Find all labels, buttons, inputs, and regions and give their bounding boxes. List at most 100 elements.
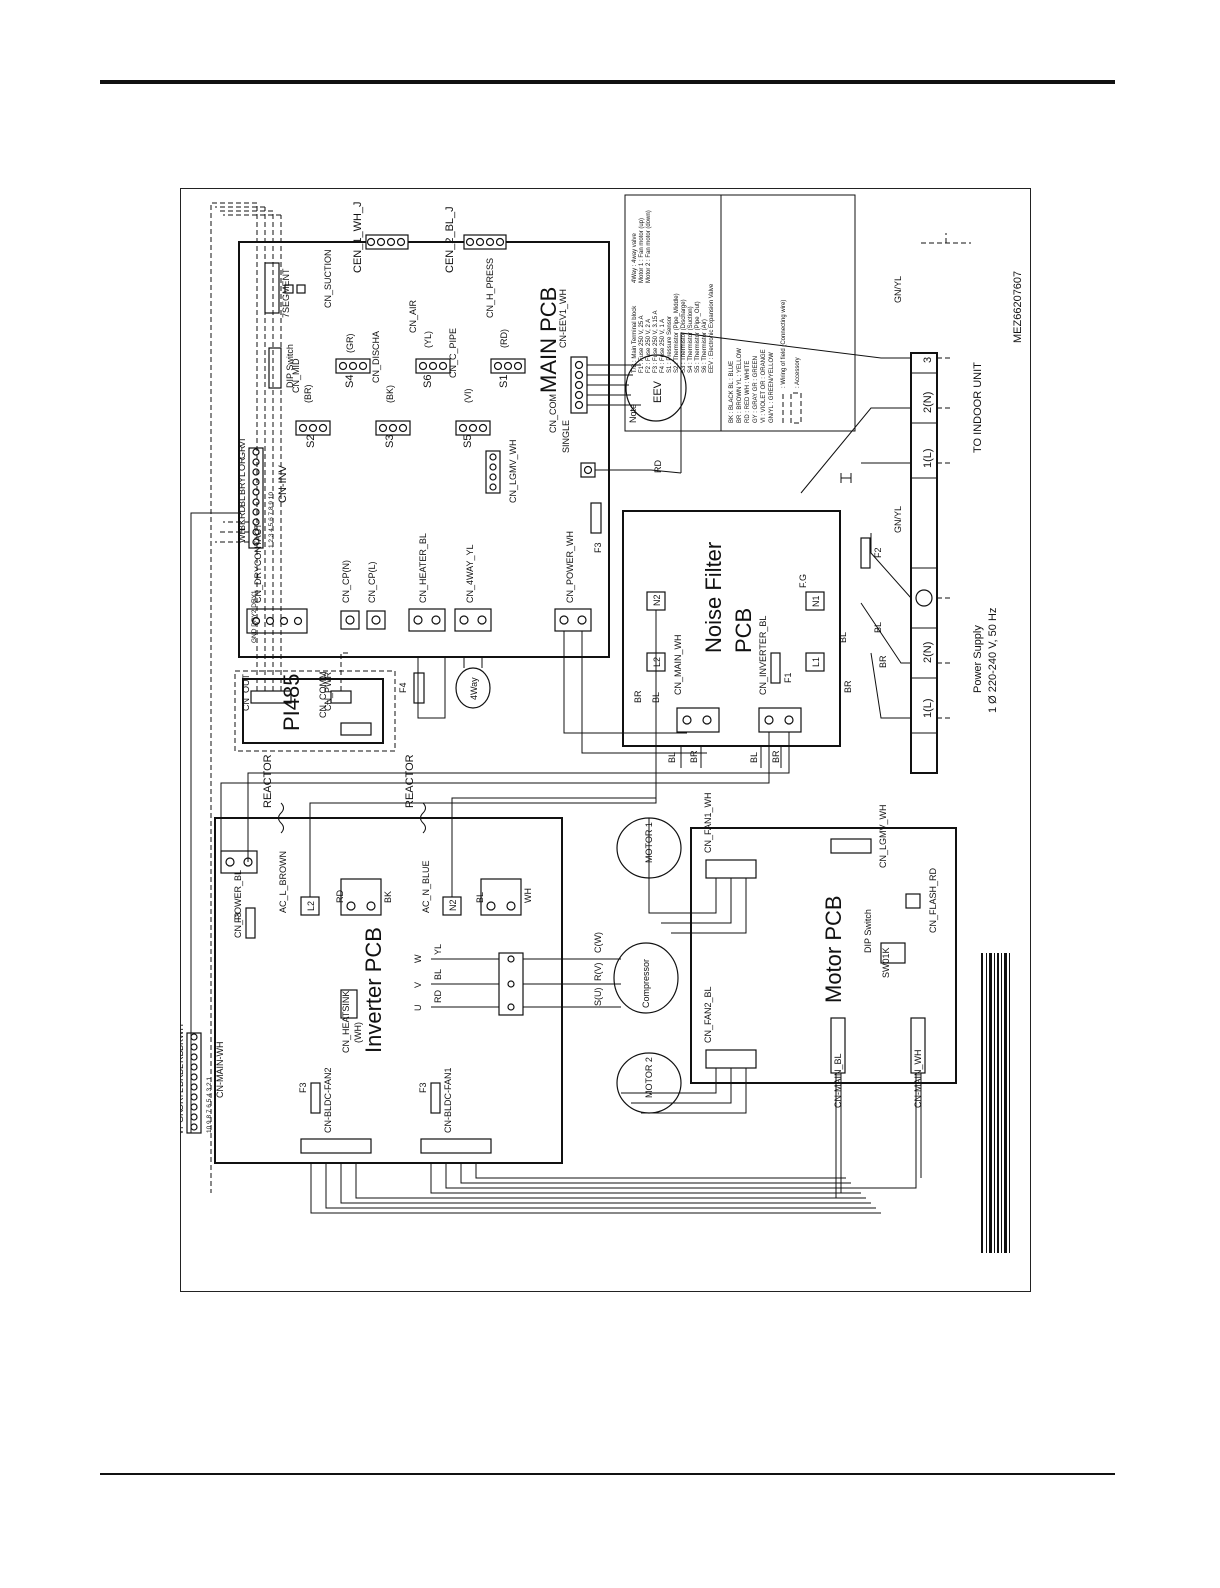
cn-c-pipe-connector: CN_C_PIPE (VI) S5	[448, 328, 491, 448]
four-way-label: 4Way	[469, 677, 479, 700]
motor-main-bl-label: CN-MAIN_BL	[833, 1053, 843, 1108]
gnyl-label-2: GN/YL	[893, 276, 903, 303]
bl-label-6: BL	[838, 632, 848, 643]
fan-f3a: F3	[298, 1082, 308, 1093]
cn-inv-color-1: BK	[237, 519, 247, 531]
nf-l2: L2	[652, 657, 662, 667]
noise-filter-pcb: Noise Filter PCB N2 N1 L2 L1 F1 F.G CN_M…	[622, 510, 841, 747]
tb-3: 3	[922, 357, 934, 363]
cn-inv-color-2: RD	[237, 506, 247, 519]
cn-mid-connector: CN_MID (BR) S2	[291, 358, 331, 448]
br-label-3: BR	[689, 750, 699, 763]
compressor-label: Compressor	[641, 959, 651, 1008]
cen-2-label: CEN_2_BL_J	[444, 206, 456, 273]
nf-f1: F1	[783, 672, 793, 683]
cn-inv-color-5: YL	[237, 472, 247, 483]
bl-label-5: BL	[651, 692, 661, 703]
cn-inv-color-3: BL	[237, 496, 247, 507]
cn-discha-connector: CN_DISCHA (BK) S3	[371, 331, 411, 448]
cn-cp-l-label: CN_CP(L)	[367, 561, 377, 603]
main-pcb-title: MAIN PCB	[536, 287, 561, 393]
cn-suction-connector: CN_SUCTION (GR) S4	[323, 249, 371, 388]
cn-air-label: CN_AIR	[408, 299, 418, 333]
inv-f3-label: F3	[233, 912, 243, 923]
cn-power-wh-label: CN_POWER_WH	[565, 531, 575, 603]
tb-2n-b: 2(N)	[922, 392, 934, 413]
cn-inv-label: CN-INV	[277, 464, 289, 503]
inv-cn-power-bl: CN_POWER_BL	[233, 870, 243, 938]
seven-segment-display: 7SEGMENT	[264, 262, 306, 318]
motor-2-label: MOTOR 2	[644, 1057, 654, 1098]
inv-main-color-2: OR	[181, 1097, 185, 1111]
note-title: Note	[628, 404, 638, 423]
cn-inv-color-7: GR	[237, 445, 247, 459]
note-item-6: S2 : Thermistor (Pipe_Middle)	[674, 293, 680, 373]
inv-main-color-5: BL	[181, 1064, 185, 1075]
note-item-12: 4Way : 4way valve	[632, 233, 638, 283]
pi485-title: PI485	[279, 674, 304, 732]
cn-lgmv-label: CN_LGMV_WH	[508, 439, 518, 503]
motor-lgmv-label: CN_LGMV_WH	[878, 804, 888, 868]
cn-drycontact-label: CN_DRYCONTACT	[253, 523, 263, 603]
note-item-2: F2 : Fuse 250 V, 2 A	[646, 319, 652, 373]
cn-h-press-color: (RD)	[499, 329, 509, 348]
cn-4way-label: CN_4WAY_YL	[465, 544, 475, 603]
note-accessory: : Accessory	[795, 357, 801, 388]
cn-h-press-connector: CN_H_PRESS (RD) S1	[485, 258, 526, 388]
inv-main-label: CN-MAIN-WH	[215, 1042, 225, 1099]
inverter-pcb: Inverter PCB REACTOR REACTOR CN_POWER_BL…	[181, 754, 881, 1214]
pi485-cn-comm: CN_COMM	[318, 672, 328, 719]
cn-suction-color: (GR)	[345, 334, 355, 354]
note-color-0: BK : BLACK BL : BLUE	[729, 361, 735, 423]
v-label: V	[413, 982, 423, 988]
cen-1-label: CEN_1_WH_J	[352, 201, 364, 273]
inv-l2: L2	[306, 901, 316, 911]
rd-label-1: RD	[335, 890, 345, 903]
eev-valve: EEV	[587, 354, 687, 422]
tb-1l-b: 1(L)	[922, 448, 934, 468]
note-item-14: Motor 2 : Fan motor (down)	[646, 210, 652, 283]
main-f3-label: F3	[593, 542, 603, 553]
cn-com-connector: CN_COM SINGLE	[548, 394, 596, 478]
yl-label-2: YL	[433, 944, 443, 955]
cn-suction-label: CN_SUCTION	[323, 249, 333, 308]
inv-main-pins: 10 9 8 7 6 5 4 3 2 1	[206, 1077, 213, 1133]
cn-c-pipe-color: (VI)	[463, 388, 473, 403]
note-item-11: EEV : Electronic Expansion Valve	[709, 283, 715, 373]
inv-main-color-3: YL	[181, 1088, 185, 1099]
compressor-r: R(V)	[593, 963, 603, 982]
wiring-diagram-canvas: MAIN PCB CEN_1_WH_J CEN_2_BL_J 7SEGMENT …	[181, 189, 1030, 1291]
power-supply-label: Power Supply	[972, 625, 984, 693]
compressor-s: S(U)	[593, 988, 603, 1007]
motor-main-wh-label: CN-MAIN_WH	[913, 1050, 923, 1109]
f2-label: F2	[873, 547, 883, 558]
bk-label-1: BK	[383, 891, 393, 903]
reactor-1-label: REACTOR	[262, 754, 274, 808]
nf-fg: F.G	[798, 574, 808, 588]
pi485-cn-pwr: CN_PWR	[323, 671, 333, 711]
compressor: Compressor C(W) R(V) S(U)	[523, 932, 679, 1014]
cn-air-connector: CN_AIR (YL) S6	[408, 299, 451, 388]
f4-fuse: F4	[398, 657, 446, 719]
footer-rule	[100, 1473, 1115, 1475]
note-color-3: GY : GRAY GR : GREEN	[753, 356, 759, 423]
cn-cp-n-label: CN_CP(N)	[341, 560, 351, 603]
fan-f3b: F3	[418, 1082, 428, 1093]
cen-1-connector: CEN_1_WH_J	[352, 201, 409, 273]
cn-discha-color: (BK)	[385, 385, 395, 403]
noise-filter-title-2: PCB	[731, 608, 756, 653]
cn-inv-color-0: WH	[237, 528, 247, 543]
power-wiring: BL BR BL BR BR BL BR BL BR BL RD	[187, 202, 888, 1193]
bl-label-1: BL	[475, 892, 485, 903]
cn-heater-connector: CN_HEATER_BL	[408, 533, 446, 632]
main-f3-fuse: F3	[590, 502, 603, 553]
note-box: Note T/B : Main Terminal block F1 : Fuse…	[624, 194, 856, 432]
inverter-pcb-title: Inverter PCB	[361, 927, 386, 1053]
dry-pin-labels: GND DRY2 DRY1	[251, 590, 258, 643]
s4-label: S4	[344, 375, 356, 388]
header-rule	[100, 80, 1115, 84]
motor-pcb-title: Motor PCB	[821, 895, 846, 1003]
bl-label-4: BL	[749, 752, 759, 763]
s3-label: S3	[384, 435, 396, 448]
to-indoor-label: TO INDOOR UNIT	[972, 362, 984, 453]
